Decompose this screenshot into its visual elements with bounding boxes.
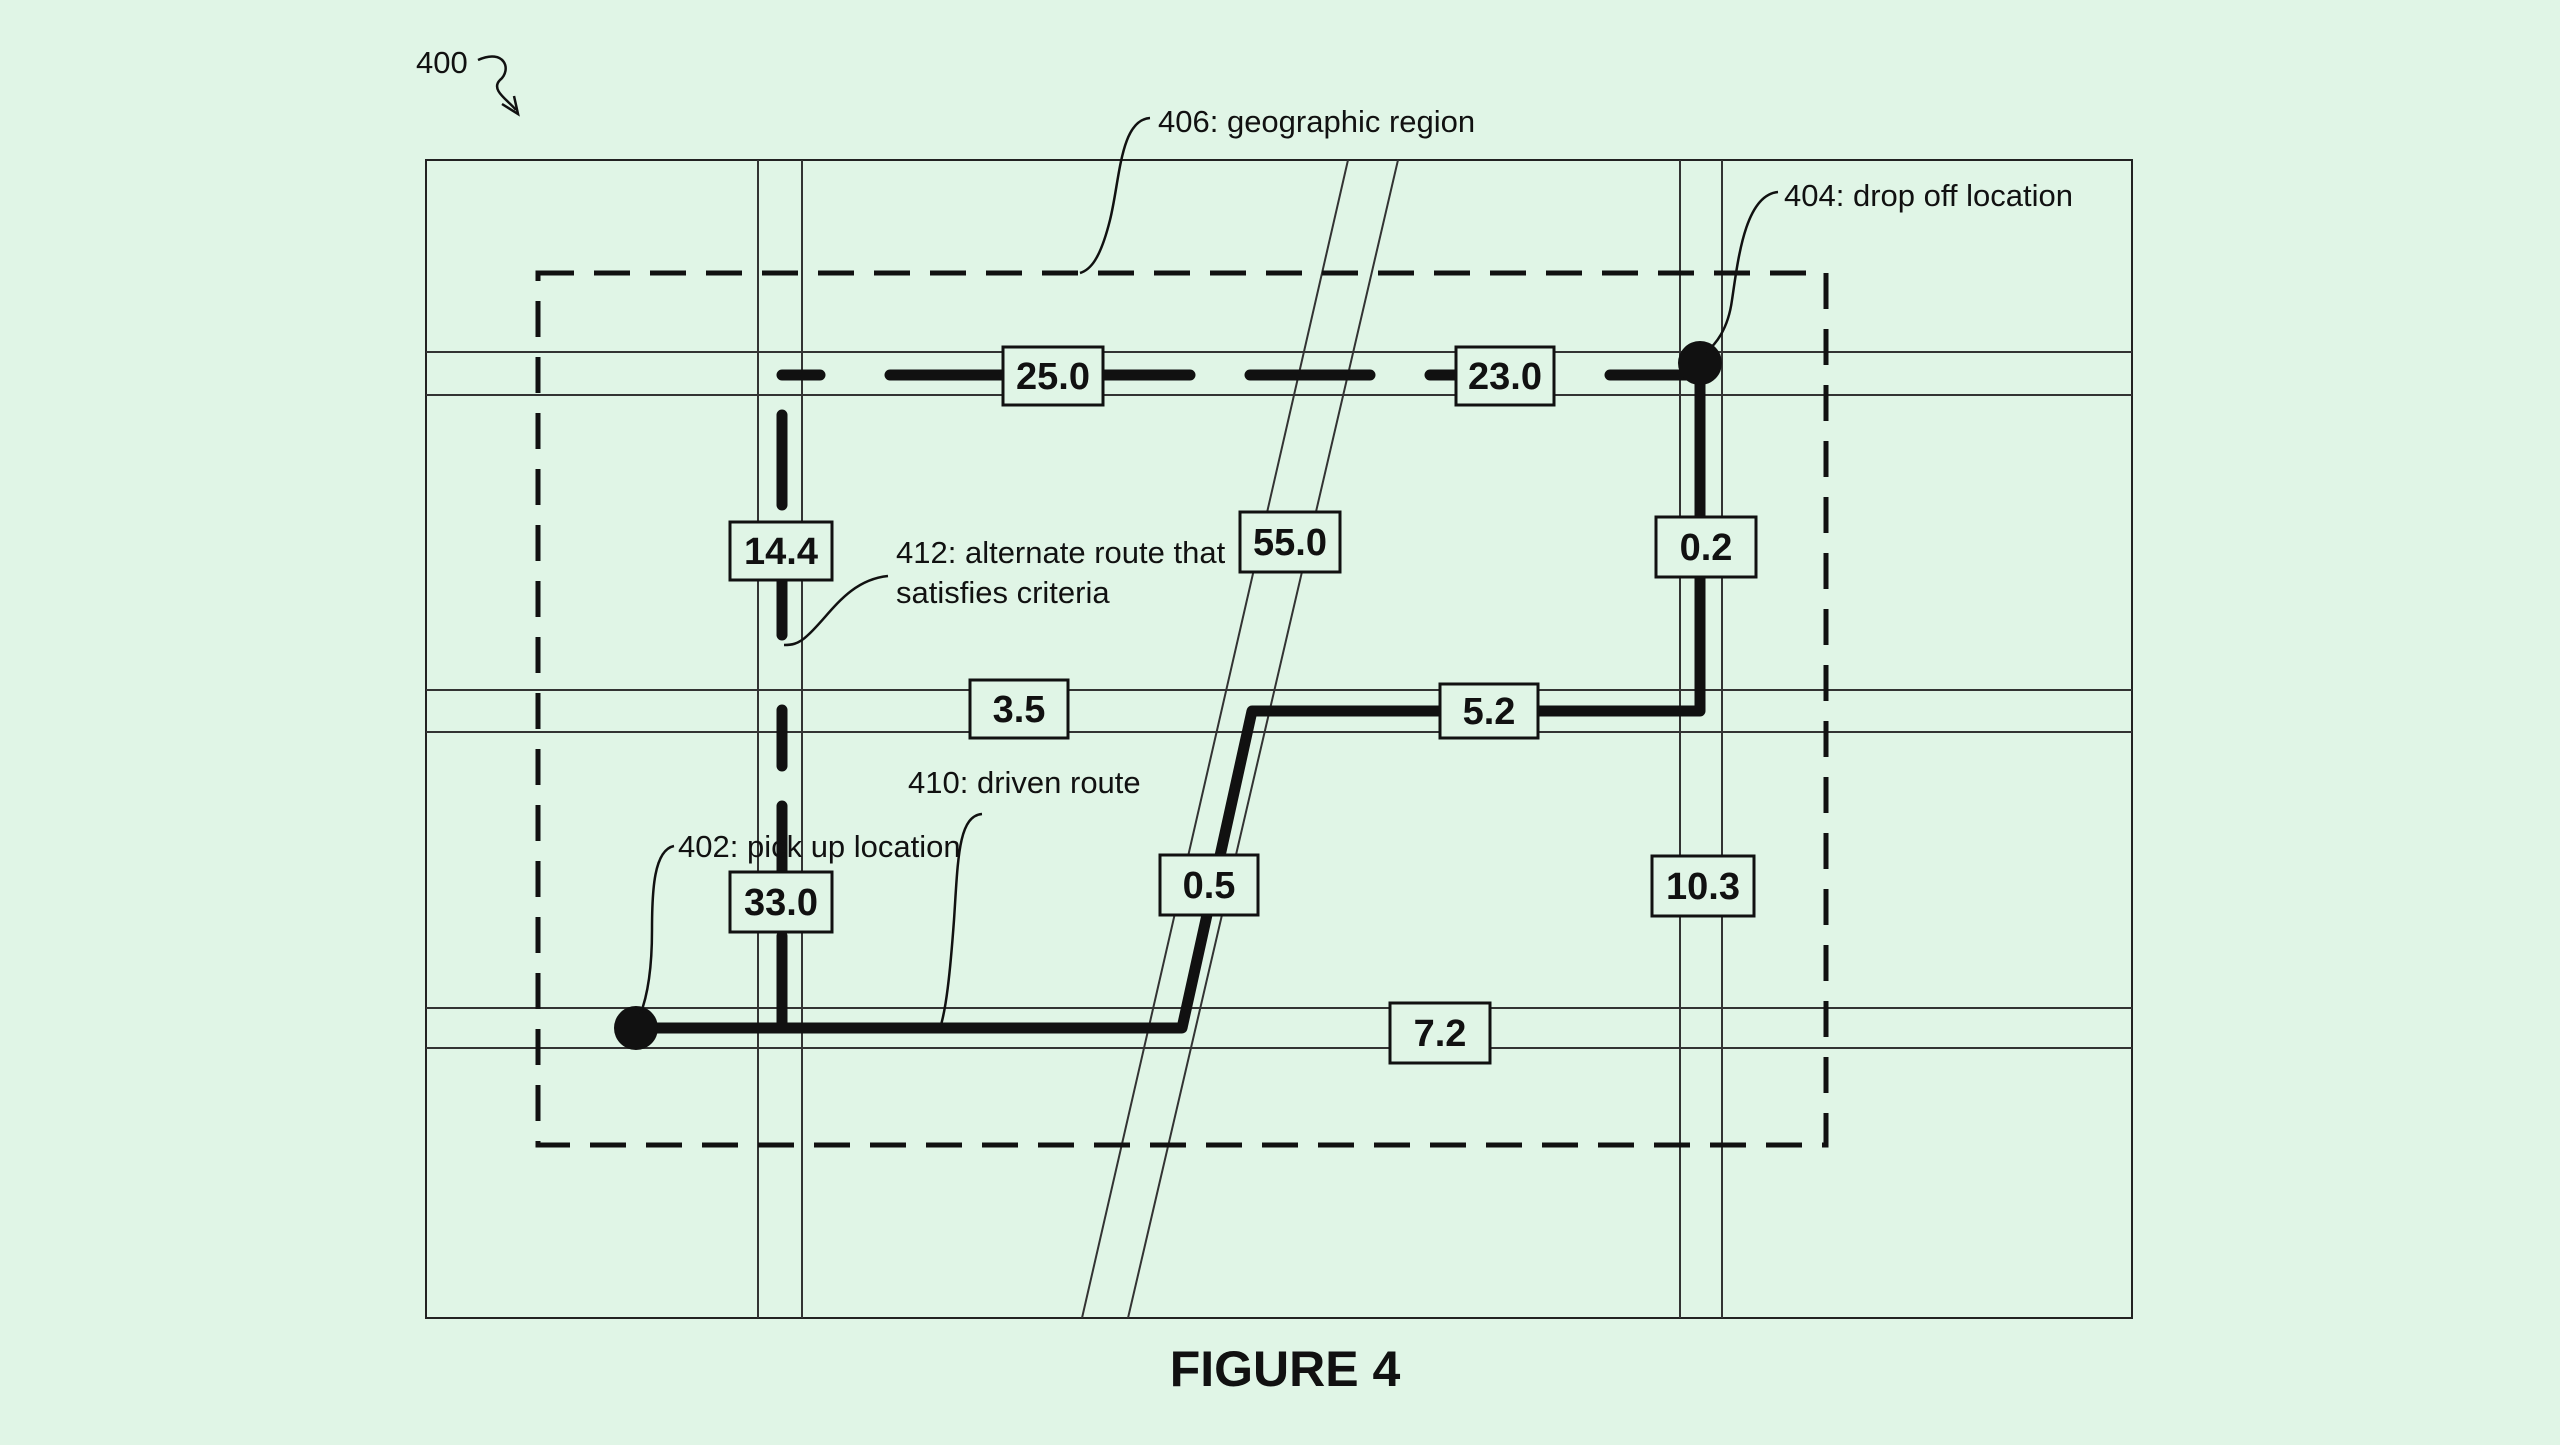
driven-route-callout: 410: driven route (908, 765, 1141, 800)
figure-number-arrowhead (501, 95, 520, 117)
driven-route-leader (938, 812, 983, 1029)
segment-value-label: 5.2 (1438, 682, 1540, 740)
segment-value-label: 3.5 (968, 678, 1070, 740)
svg-text:25.0: 25.0 (1016, 356, 1090, 398)
segment-value-label: 33.0 (728, 870, 834, 934)
dropoff-leader (1705, 190, 1779, 353)
geographic-region-boundary (535, 270, 1829, 1148)
callout-leaders (638, 116, 1779, 1029)
segment-value-label: 23.0 (1454, 345, 1556, 407)
alternate-route (776, 369, 1702, 1032)
segment-value-label: 7.2 (1388, 1001, 1492, 1065)
dropoff-callout: 404: drop off location (1784, 178, 2073, 213)
figure-caption: FIGURE 4 (1170, 1341, 1401, 1397)
pickup-location-marker (614, 1006, 658, 1050)
figure-number-leader (477, 55, 517, 111)
segment-value-label: 0.5 (1158, 853, 1260, 917)
alternate-route-callout-line2: satisfies criteria (896, 575, 1110, 610)
segment-value-label: 10.3 (1650, 854, 1756, 918)
segment-value-label: 0.2 (1654, 515, 1758, 579)
street-edge (1127, 159, 1399, 1319)
alternate-route-leader (783, 574, 889, 647)
svg-text:33.0: 33.0 (744, 882, 818, 924)
region-callout: 406: geographic region (1158, 104, 1475, 139)
pickup-callout: 402: pick up location (678, 829, 961, 864)
svg-text:3.5: 3.5 (993, 689, 1046, 731)
svg-text:0.2: 0.2 (1680, 527, 1733, 569)
svg-text:55.0: 55.0 (1253, 522, 1327, 564)
alternate-route-callout-line1: 412: alternate route that (896, 535, 1226, 570)
street-edge (1081, 159, 1349, 1319)
svg-text:5.2: 5.2 (1463, 691, 1516, 733)
pickup-leader (638, 844, 675, 1016)
segment-value-label: 14.4 (728, 520, 834, 582)
map-frame (425, 159, 2133, 1319)
svg-text:23.0: 23.0 (1468, 356, 1542, 398)
segment-value-label: 55.0 (1238, 510, 1342, 574)
svg-text:14.4: 14.4 (744, 531, 818, 573)
segment-value-label: 25.0 (1001, 345, 1105, 407)
street-grid (426, 159, 2132, 1319)
dropoff-location-marker (1678, 341, 1722, 385)
figure-number: 400 (416, 45, 468, 80)
svg-text:0.5: 0.5 (1183, 865, 1236, 907)
svg-text:7.2: 7.2 (1414, 1013, 1467, 1055)
region-leader (1079, 116, 1151, 275)
driven-route (636, 368, 1706, 1034)
segment-value-labels: 25.0 23.0 14.4 55.0 0.2 3.5 5.2 33.0 (728, 345, 1758, 1065)
svg-text:10.3: 10.3 (1666, 866, 1740, 908)
